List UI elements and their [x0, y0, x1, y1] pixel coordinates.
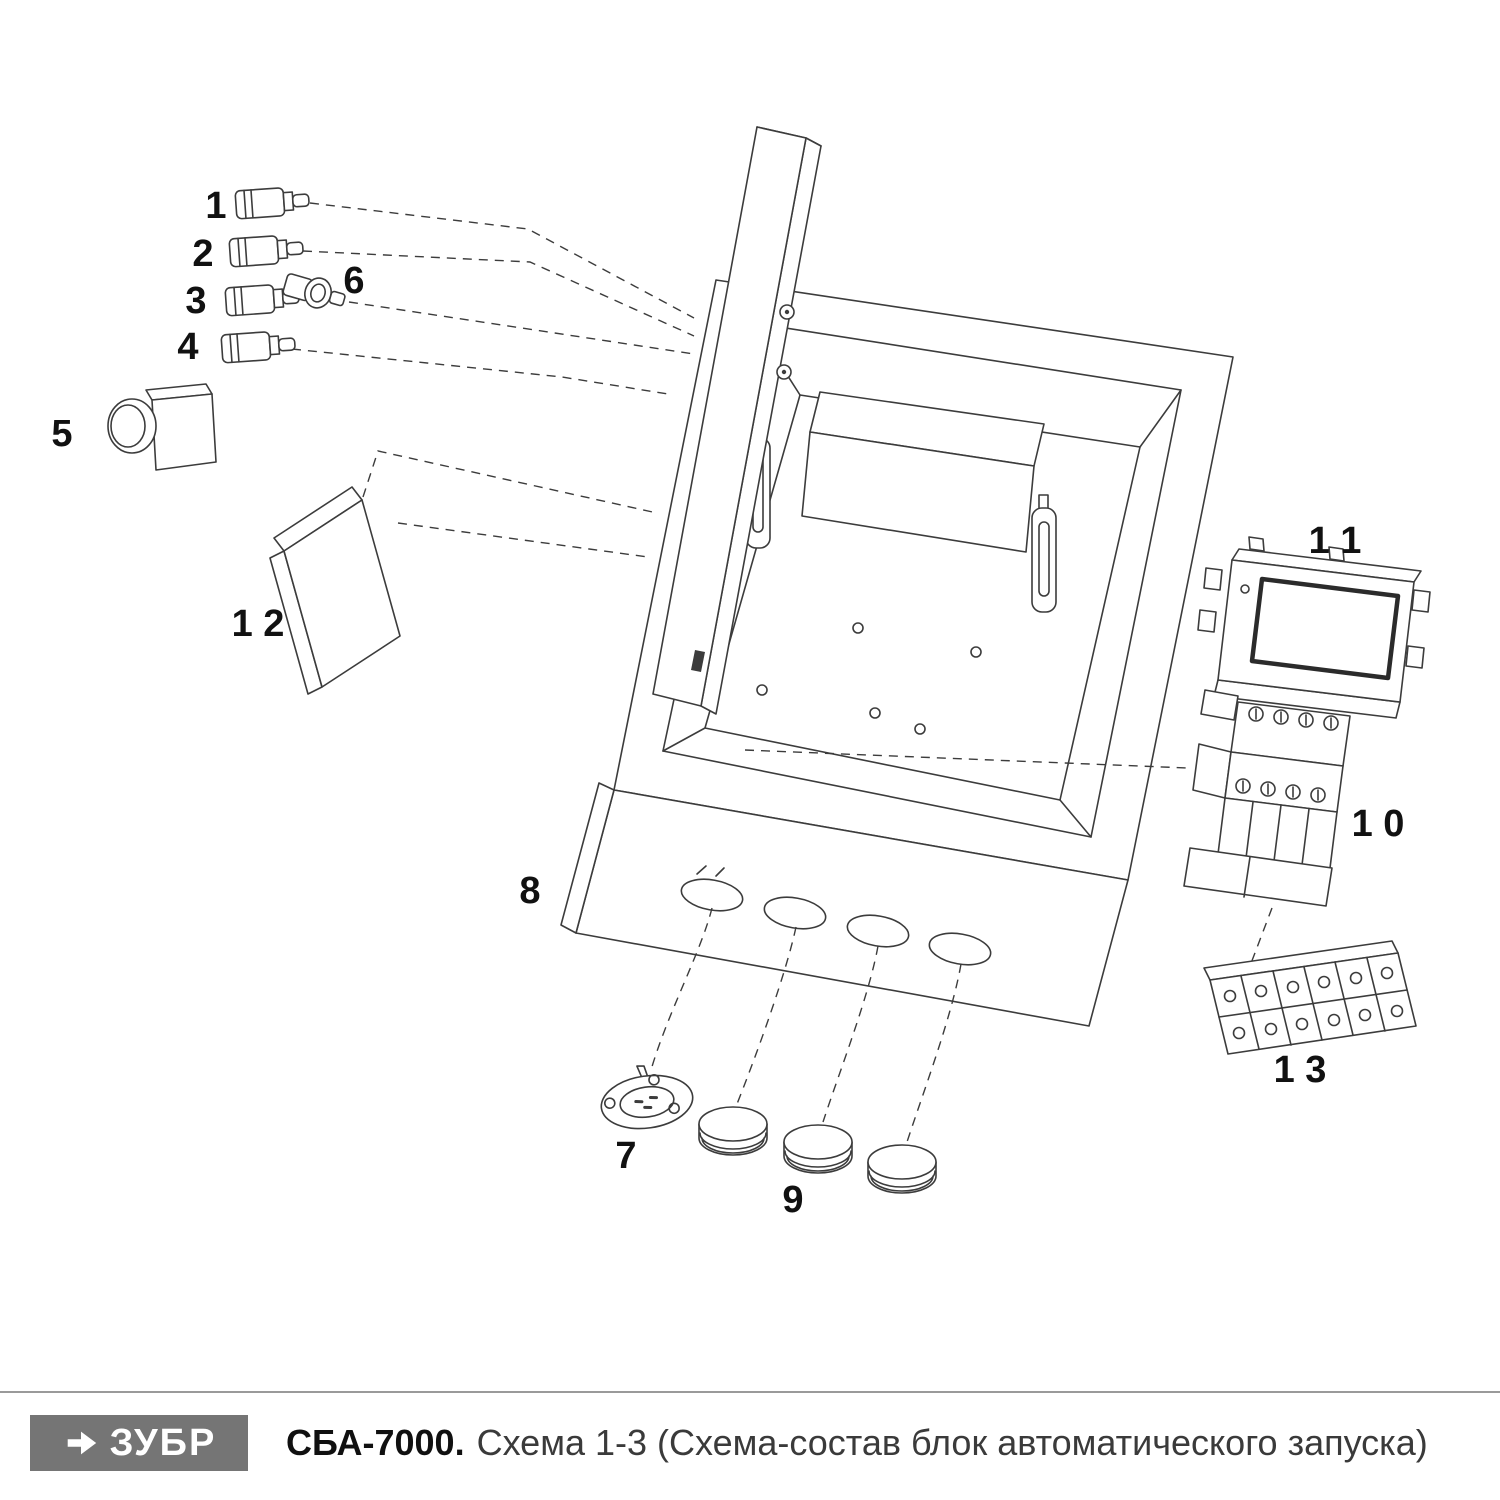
leader-part-2 — [302, 250, 695, 337]
footer-row: ЗУБР СБА-7000. Схема 1-3 (Схема-состав бл… — [0, 1393, 1500, 1471]
door-front-face — [652, 126, 807, 707]
leader-cap-2 — [822, 945, 879, 1123]
model-number: СБА-7000. — [286, 1422, 465, 1463]
part-10-contactor — [1183, 689, 1351, 907]
part-1-connector — [234, 187, 310, 220]
leader-cap-1 — [736, 926, 797, 1105]
inner-block-front — [801, 431, 1035, 553]
part-label-5: 5 — [51, 413, 72, 455]
part-9-caps — [698, 1106, 937, 1194]
part-label-1: 1 — [205, 185, 226, 227]
zubr-logo-text: ЗУБР — [109, 1422, 217, 1464]
leader-part-12a — [362, 450, 658, 514]
door-latch — [691, 650, 705, 672]
keyway-marks — [696, 865, 725, 877]
leader-part-12b — [397, 522, 649, 558]
knockout-hole-4 — [928, 932, 992, 966]
enclosure-door — [652, 126, 822, 715]
right-slot-bracket — [1031, 494, 1057, 613]
footer: ЗУБР СБА-7000. Схема 1-3 (Схема-состав бл… — [0, 1391, 1500, 1471]
cap-1 — [698, 1106, 768, 1156]
cap-2 — [783, 1124, 853, 1174]
back-plate-holes — [756, 622, 982, 735]
zubr-arrow-icon — [67, 1431, 96, 1455]
knockout-hole-1 — [680, 878, 744, 912]
part-12-capacitor — [269, 486, 401, 695]
leader-part-7 — [650, 907, 713, 1071]
footer-caption: СБА-7000. Схема 1-3 (Схема-состав блок ав… — [286, 1422, 1428, 1464]
part-7-socket — [600, 1065, 694, 1130]
part-label-4: 4 — [177, 326, 198, 368]
part-labels: 1 2 3 4 5 6 7 8 9 1 0 1 1 1 2 1 3 — [51, 185, 1404, 1221]
leader-part-13 — [1249, 907, 1273, 967]
part-label-12: 1 2 — [232, 603, 285, 645]
relay-display-screen — [1249, 576, 1401, 681]
contactor-screws-top — [1248, 706, 1339, 731]
terminal-screw-holes — [1223, 966, 1404, 1040]
part-2-connector — [228, 235, 304, 268]
knockout-hole-3 — [846, 914, 910, 948]
knockout-hole-2 — [763, 896, 827, 930]
zubr-logo: ЗУБР — [30, 1415, 248, 1471]
part-label-7: 7 — [615, 1135, 636, 1177]
part-label-9: 9 — [782, 1179, 803, 1221]
part-6-coupler — [282, 273, 346, 309]
contactor-screws-bottom — [1235, 778, 1326, 803]
part-4-connector — [220, 331, 296, 364]
part-label-13: 1 3 — [1274, 1049, 1327, 1091]
leader-lines-left — [291, 202, 695, 558]
part-11-relay — [1197, 536, 1431, 719]
part-label-11: 1 1 — [1309, 520, 1362, 562]
part-label-2: 2 — [192, 233, 213, 275]
part-label-3: 3 — [185, 280, 206, 322]
footer-divider — [0, 1391, 1500, 1393]
part-label-6: 6 — [343, 260, 364, 302]
part-label-10: 1 0 — [1352, 803, 1405, 845]
leader-lines-bottom — [650, 907, 962, 1143]
part-13-terminal-block — [1203, 940, 1417, 1055]
caption-text: Схема 1-3 (Схема-состав блок автоматичес… — [476, 1422, 1428, 1463]
front-band-left-cap — [560, 782, 615, 934]
leader-cap-3 — [906, 963, 962, 1143]
part-label-8: 8 — [519, 870, 540, 912]
leader-part-3 — [348, 301, 695, 355]
hidden-edge-dash — [744, 749, 1189, 769]
cap-3 — [867, 1144, 937, 1194]
part-5-gland — [107, 383, 217, 471]
leader-part-4 — [291, 348, 669, 395]
